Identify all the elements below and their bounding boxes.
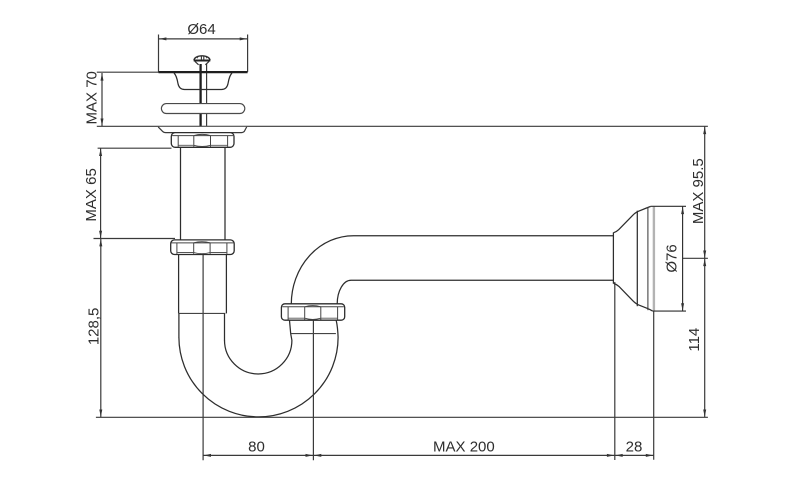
- svg-text:MAX 70: MAX 70: [84, 71, 101, 124]
- svg-text:114: 114: [686, 328, 703, 352]
- svg-text:MAX 200: MAX 200: [433, 438, 495, 455]
- svg-text:MAX 95.5: MAX 95.5: [690, 158, 707, 224]
- svg-text:MAX 65: MAX 65: [83, 168, 100, 221]
- svg-text:Ø76: Ø76: [664, 244, 681, 272]
- svg-text:28: 28: [626, 439, 643, 456]
- svg-text:80: 80: [248, 438, 265, 455]
- svg-text:128,5: 128,5: [86, 308, 103, 346]
- svg-text:Ø64: Ø64: [187, 21, 215, 38]
